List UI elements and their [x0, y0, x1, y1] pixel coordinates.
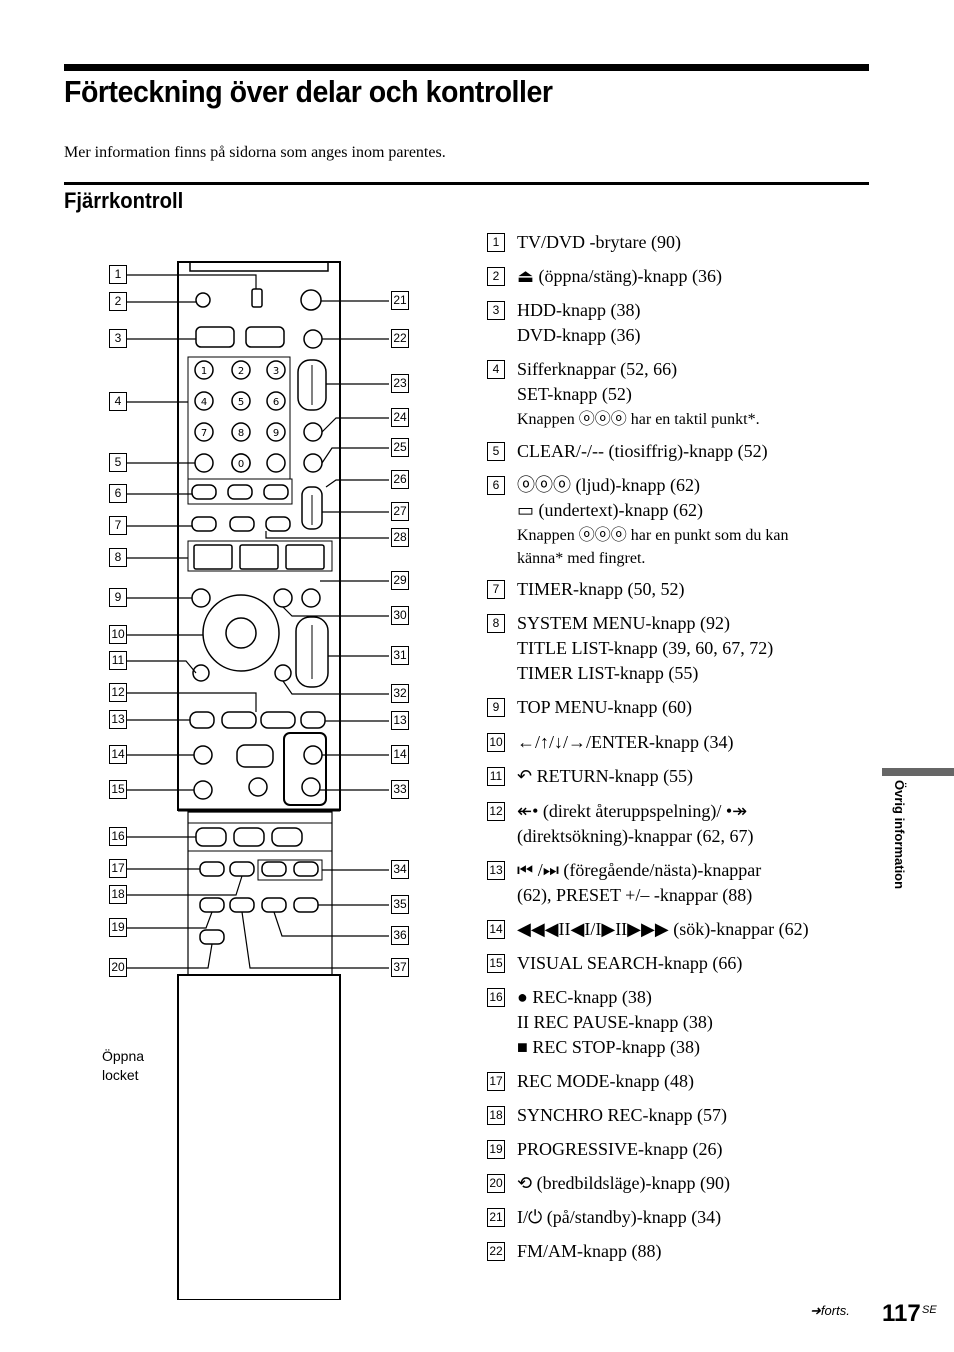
callout-left-18: 18 [109, 885, 127, 904]
section-title: Fjärrkontroll [64, 188, 184, 213]
callout-left-14: 14 [109, 745, 127, 764]
callout-left-17: 17 [109, 859, 127, 878]
leader-lines [126, 274, 389, 969]
digit-5: 5 [238, 397, 244, 408]
title-rule [64, 64, 869, 71]
callout-right-14: 14 [391, 745, 409, 764]
callout-left-10: 10 [109, 625, 127, 644]
digit-8: 8 [238, 428, 244, 439]
callout-left-5: 5 [109, 453, 127, 472]
remote-control-diagram: 1 2 3 4 5 6 7 8 9 0 [126, 261, 389, 1300]
callout-left-13: 13 [109, 710, 127, 729]
callout-right-33: 33 [391, 780, 409, 799]
continued-label: ➜forts. [810, 1303, 850, 1318]
side-label: Övrig information [892, 780, 907, 890]
callout-left-7: 7 [109, 516, 127, 535]
callout-left-8: 8 [109, 548, 127, 567]
callout-right-30: 30 [391, 606, 409, 625]
remote-digits: 1 2 3 4 5 6 7 8 9 0 [194, 360, 286, 473]
digit-9: 9 [273, 428, 279, 439]
callout-right-22: 22 [391, 329, 409, 348]
callout-right-29: 29 [391, 571, 409, 590]
remote-callouts: 1 2 3 4 5 6 7 8 9 10 11 12 13 14 15 16 1… [96, 255, 436, 1300]
callout-left-2: 2 [109, 292, 127, 311]
digit-1: 1 [201, 366, 207, 377]
digit-7: 7 [201, 428, 207, 439]
callout-right-24: 24 [391, 408, 409, 427]
page-number: 117 [882, 1300, 921, 1327]
callout-left-6: 6 [109, 484, 127, 503]
callout-left-4: 4 [109, 392, 127, 411]
intro-text: Mer information finns på sidorna som ang… [64, 144, 446, 161]
callout-right-21: 21 [391, 291, 409, 310]
callout-right-25: 25 [391, 438, 409, 457]
digit-3: 3 [273, 366, 279, 377]
callout-right-27: 27 [391, 502, 409, 521]
callout-right-34: 34 [391, 860, 409, 879]
callout-right-28: 28 [391, 528, 409, 547]
digit-2: 2 [238, 366, 244, 377]
callout-right-13: 13 [391, 711, 409, 730]
callout-right-37: 37 [391, 958, 409, 977]
callout-right-26: 26 [391, 470, 409, 489]
page-title: Förteckning över delar och kontroller [64, 74, 553, 109]
callout-right-35: 35 [391, 895, 409, 914]
callout-left-1: 1 [109, 265, 127, 284]
callout-right-36: 36 [391, 926, 409, 945]
callout-right-31: 31 [391, 646, 409, 665]
callout-left-12: 12 [109, 683, 127, 702]
callout-left-16: 16 [109, 827, 127, 846]
side-tab [882, 768, 954, 776]
callout-left-15: 15 [109, 780, 127, 799]
digit-4: 4 [201, 397, 207, 408]
remote-buttons [187, 288, 333, 945]
callout-left-20: 20 [109, 958, 127, 977]
callout-left-9: 9 [109, 588, 127, 607]
section-rule [64, 182, 869, 185]
callout-left-19: 19 [109, 918, 127, 937]
page-suffix: SE [922, 1304, 937, 1316]
callout-left-3: 3 [109, 329, 127, 348]
callout-right-23: 23 [391, 374, 409, 393]
open-lid-caption: Öppna locket [102, 1048, 145, 1083]
callout-right-32: 32 [391, 684, 409, 703]
digit-0: 0 [238, 459, 244, 470]
digit-6: 6 [273, 397, 279, 408]
callout-left-11: 11 [109, 651, 127, 670]
